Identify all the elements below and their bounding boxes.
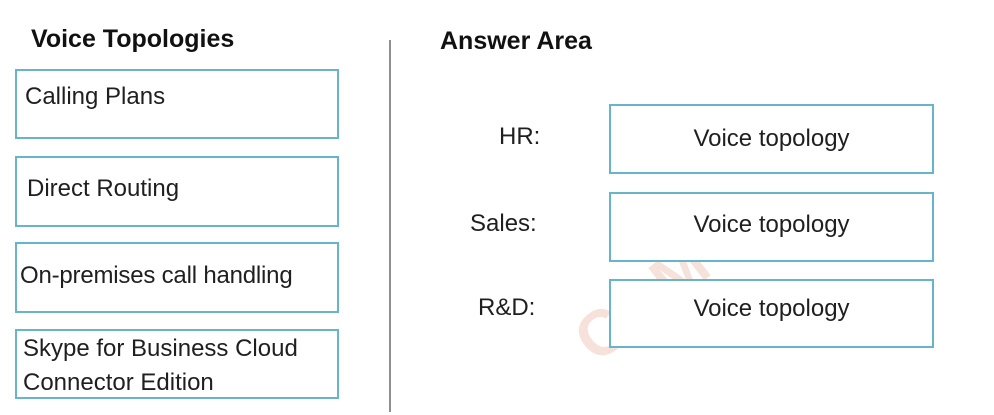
option-calling-plans[interactable]: Calling Plans xyxy=(15,69,339,139)
row-label-rd: R&D: xyxy=(478,294,536,321)
option-direct-routing[interactable]: Direct Routing xyxy=(15,156,339,227)
option-label: Direct Routing xyxy=(27,175,180,202)
answer-slot-text: Voice topology xyxy=(693,295,850,322)
option-label: Calling Plans xyxy=(25,83,166,110)
row-label-hr: HR: xyxy=(499,123,541,150)
answer-area-heading: Answer Area xyxy=(440,27,592,55)
vertical-divider xyxy=(389,40,391,412)
answer-slot-rd[interactable]: Voice topology xyxy=(609,279,934,348)
answer-slot-text: Voice topology xyxy=(693,125,850,152)
option-skype-cloud-connector-edition[interactable]: Skype for Business Cloud Connector Editi… xyxy=(15,329,339,399)
answer-slot-sales[interactable]: Voice topology xyxy=(609,192,934,262)
answer-slot-text: Voice topology xyxy=(693,211,850,238)
voice-topologies-heading: Voice Topologies xyxy=(31,25,235,53)
row-label-sales: Sales: xyxy=(470,210,537,237)
option-on-premises-call-handling[interactable]: On-premises call handling xyxy=(15,242,339,313)
answer-slot-hr[interactable]: Voice topology xyxy=(609,104,934,174)
option-label-line-2: Connector Edition xyxy=(23,369,214,396)
option-label: On-premises call handling xyxy=(20,262,293,289)
option-label-line-1: Skype for Business Cloud xyxy=(23,335,298,362)
